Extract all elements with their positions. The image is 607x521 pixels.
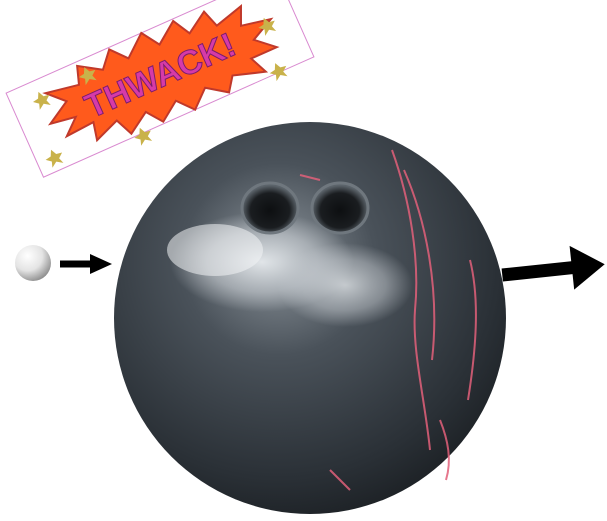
small-ball (15, 245, 51, 281)
outgoing-arrow-icon (500, 242, 607, 297)
incoming-arrow-icon (60, 254, 112, 274)
finger-hole-right (312, 183, 368, 233)
bowling-ball (114, 122, 506, 514)
finger-hole-left (242, 183, 298, 233)
